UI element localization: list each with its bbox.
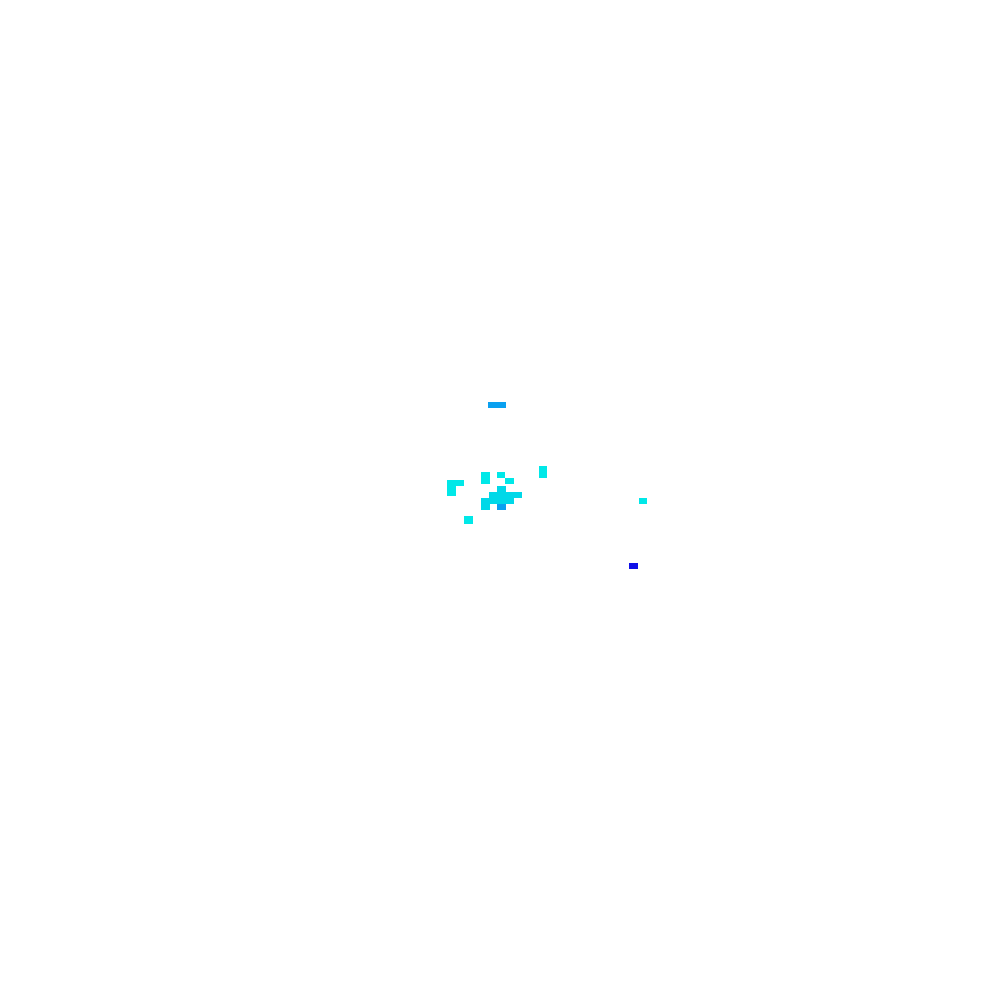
azure-pixel-block	[497, 504, 506, 510]
cyan-pixel-block	[497, 472, 505, 478]
cyan-pixel-block	[639, 498, 647, 504]
cyan-deep-pixel-block	[481, 498, 514, 504]
azure-pixel-block	[488, 402, 506, 408]
cyan-pixel-block	[539, 466, 547, 478]
cyan-pixel-block	[464, 516, 473, 524]
cyan-pixel-block	[447, 480, 464, 486]
blue-pixel-block	[629, 563, 638, 569]
cyan-deep-pixel-block	[489, 492, 522, 498]
cyan-deep-pixel-block	[481, 504, 490, 510]
cyan-pixel-block	[505, 478, 514, 484]
cyan-pixel-block	[447, 486, 456, 496]
cyan-deep-pixel-block	[497, 486, 506, 492]
cyan-pixel-block	[481, 472, 490, 484]
